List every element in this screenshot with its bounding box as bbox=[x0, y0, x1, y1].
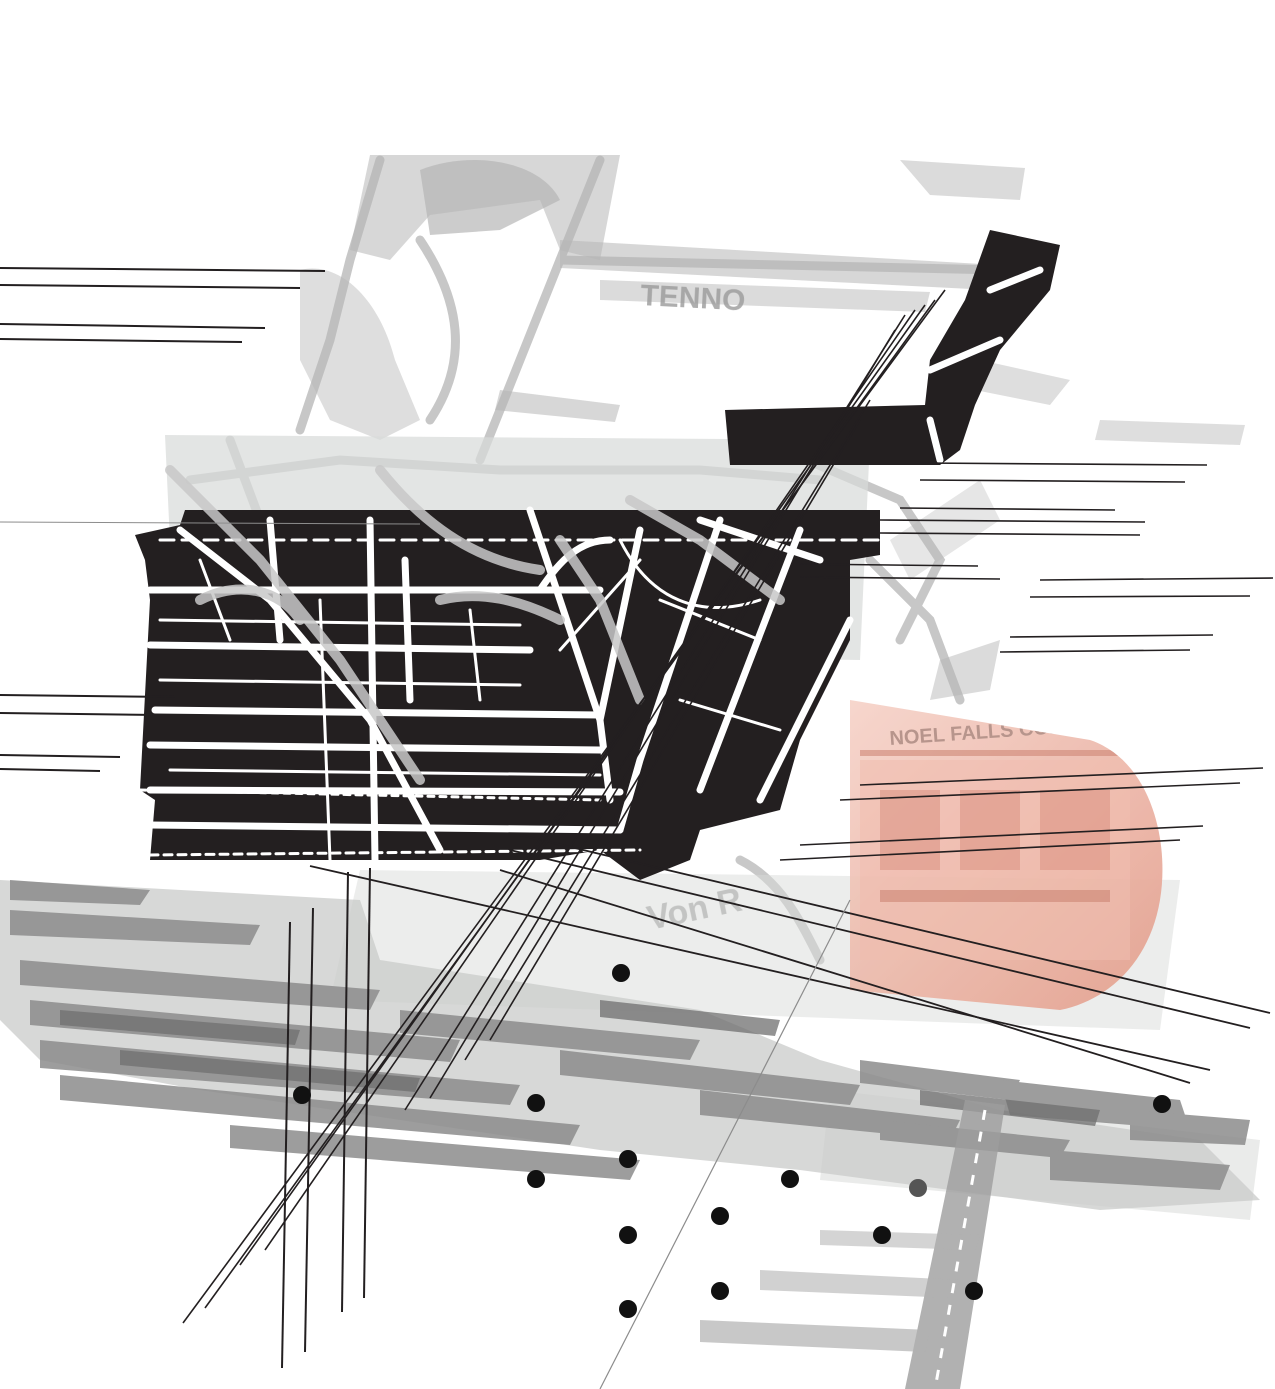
faded-map-layer bbox=[300, 155, 1245, 700]
vertical-lines bbox=[281, 867, 371, 1369]
left-hatching bbox=[0, 267, 326, 772]
lower-road-dashes bbox=[933, 1109, 987, 1389]
diagonal-lines-down-right bbox=[309, 834, 1271, 1084]
map-label-tenno: TENNO bbox=[640, 279, 747, 317]
left-faint-line bbox=[0, 521, 421, 525]
faint-diagonal bbox=[599, 899, 851, 1389]
cafe-photo: NOEL FALLS COFFEE bbox=[850, 700, 1163, 1010]
streak-map-layer bbox=[0, 880, 1260, 1210]
lower-road-layer bbox=[700, 1100, 1005, 1389]
overlay-gray-roads bbox=[165, 465, 785, 785]
diagonal-lines-up-right bbox=[182, 289, 946, 1324]
dot-pattern bbox=[293, 964, 1171, 1318]
right-hatching bbox=[779, 462, 1274, 861]
